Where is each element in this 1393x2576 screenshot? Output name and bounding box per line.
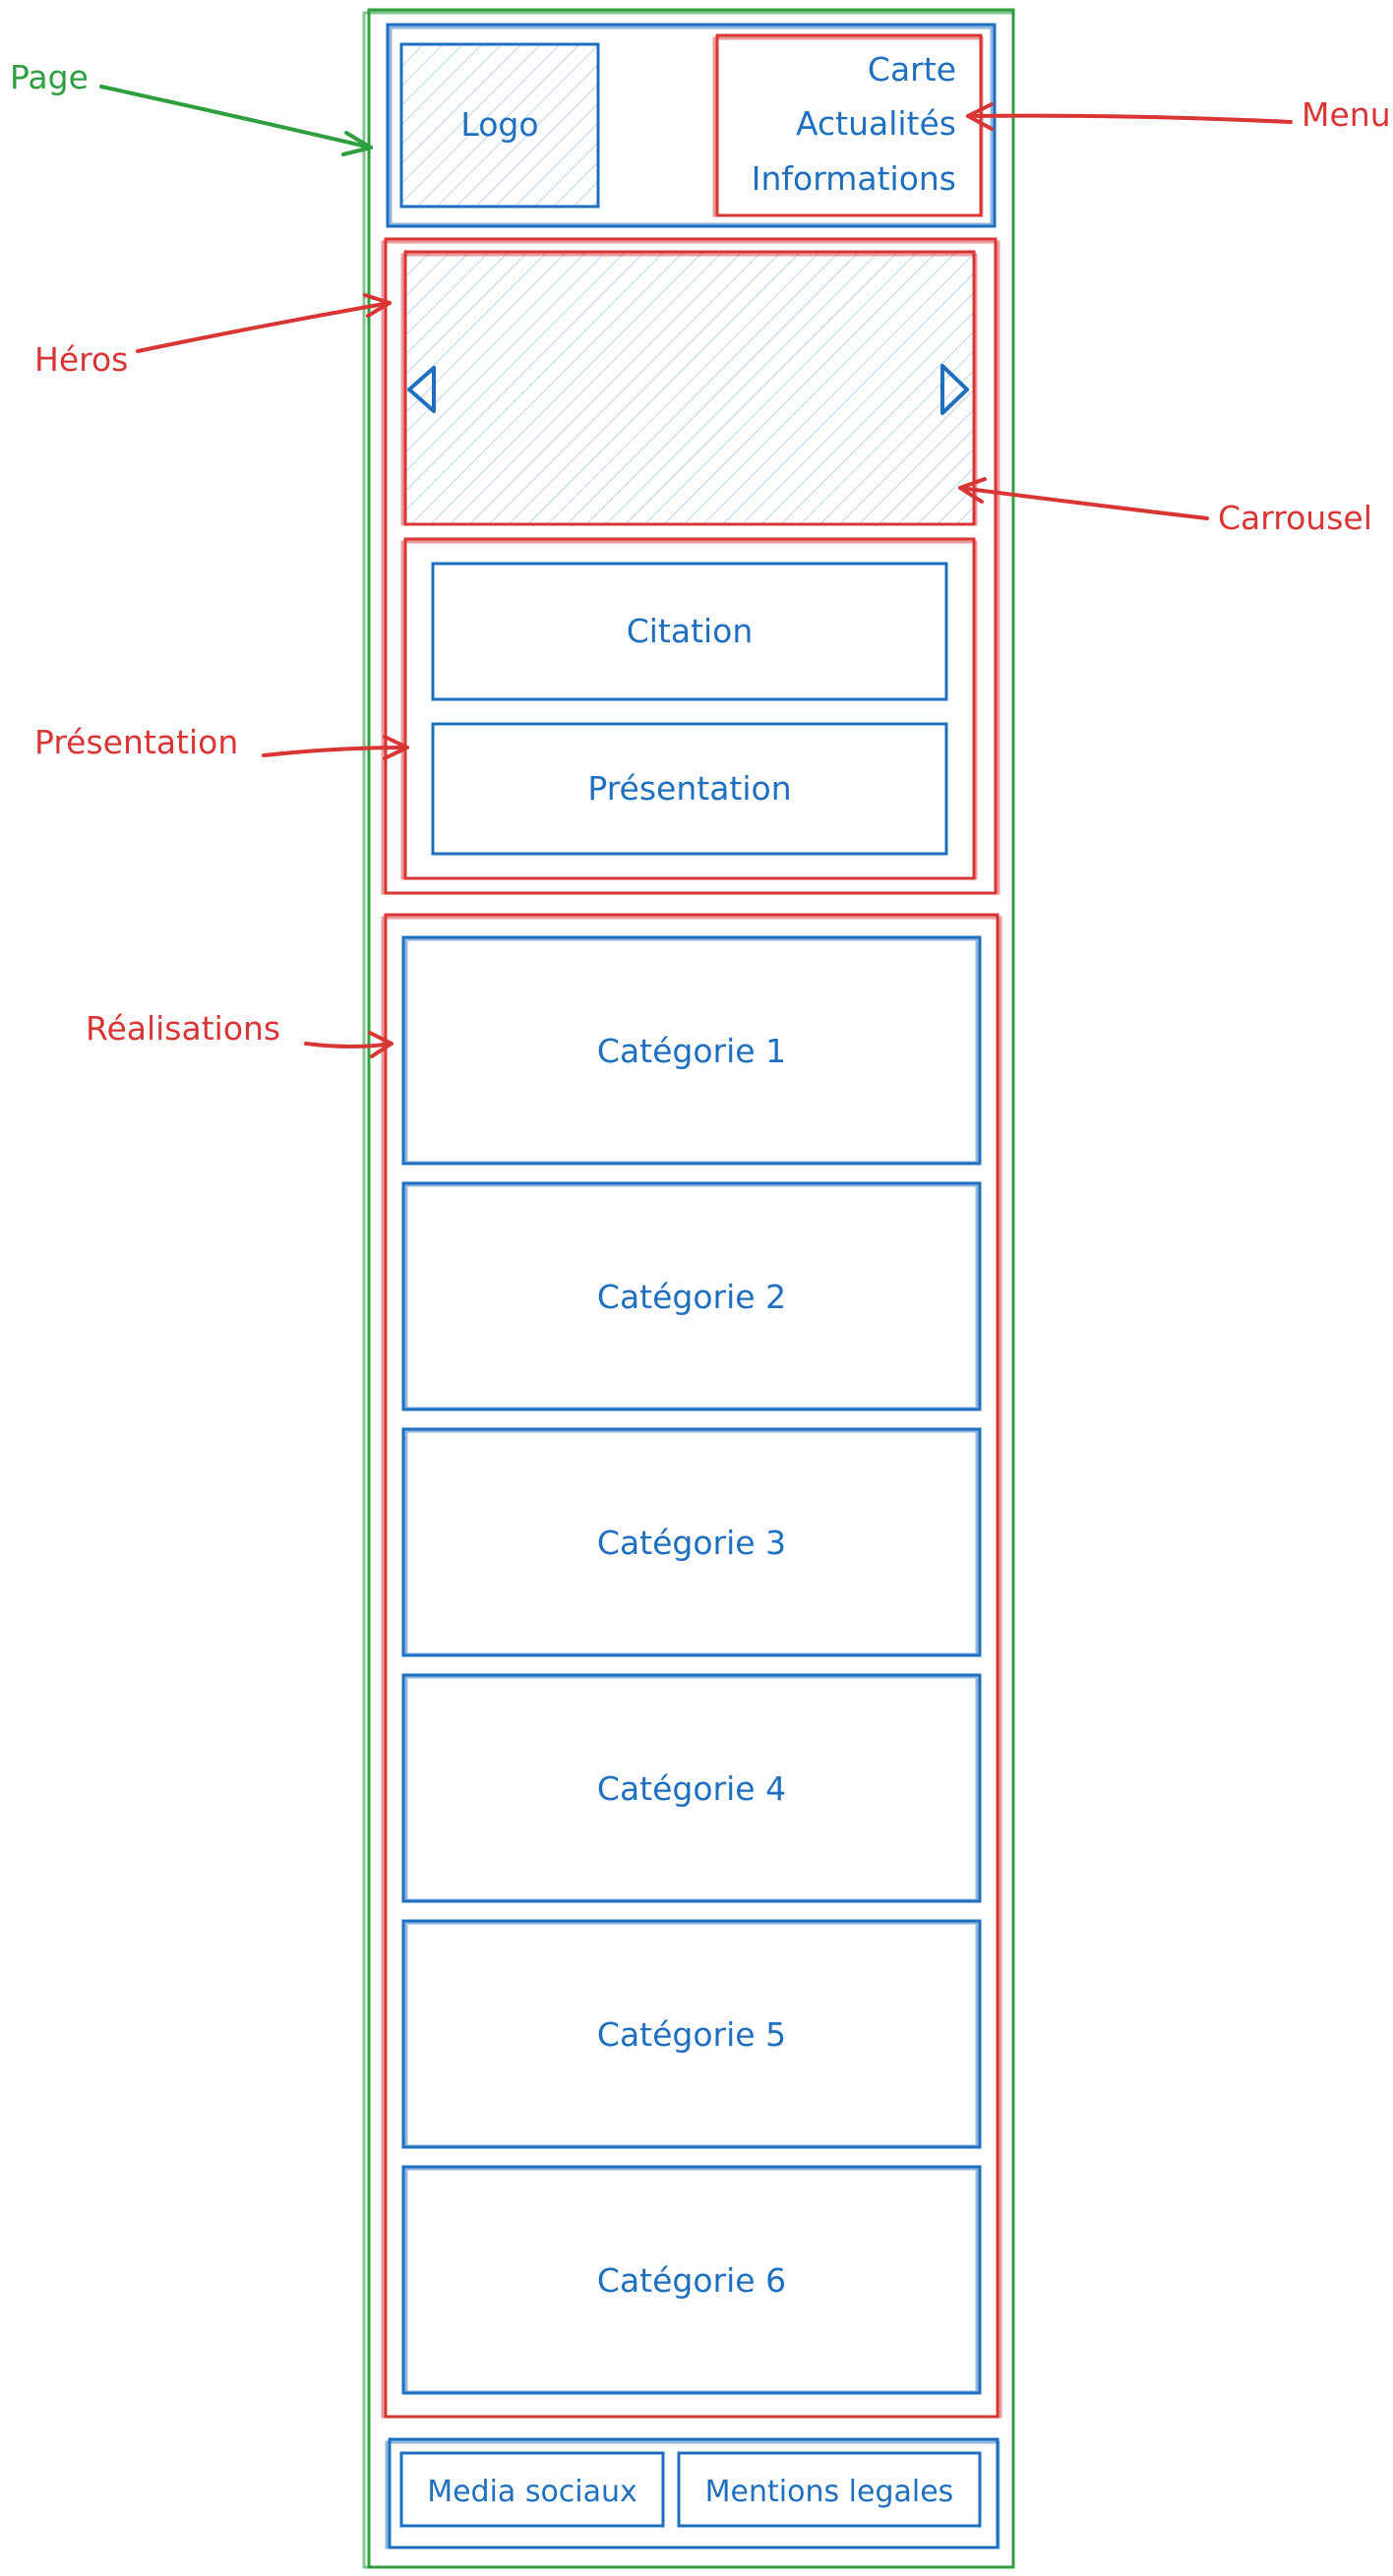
annotation-presentation: Présentation: [34, 723, 238, 761]
annotations: Page Menu Héros Carrousel Présentation R…: [10, 58, 1391, 1058]
menu-item-informations[interactable]: Informations: [752, 159, 956, 198]
annotation-menu: Menu: [1302, 95, 1391, 134]
triangle-right-icon[interactable]: [940, 364, 969, 415]
page-frame: [362, 8, 1015, 2569]
annotation-carousel: Carrousel: [1218, 499, 1372, 537]
triangle-left-icon[interactable]: [407, 366, 436, 413]
carousel-arrow-head: [958, 477, 987, 504]
annotation-realisations: Réalisations: [86, 1009, 280, 1048]
menu-arrow-head: [966, 102, 994, 131]
legal-notice-label[interactable]: Mentions legales: [705, 2475, 954, 2509]
presentation-arrow: [262, 746, 409, 757]
menu: Carte Actualités Informations: [712, 33, 984, 217]
quote-box: Citation: [431, 562, 948, 701]
header: Logo Carte Actualités Informations: [386, 23, 997, 228]
realisations-arrow-head: [368, 1031, 394, 1058]
presentation-block: Citation Présentation: [400, 537, 978, 880]
presentation-label: Présentation: [587, 769, 791, 808]
category-label: Catégorie 4: [597, 1769, 786, 1808]
hero-section: Citation Présentation: [381, 237, 1000, 895]
logo-placeholder: Logo: [399, 42, 600, 209]
page-arrow: [99, 85, 373, 150]
annotation-page: Page: [10, 58, 89, 96]
realisations-section: Catégorie 1 Catégorie 2 Catégorie 3 Catégor…: [381, 913, 1002, 2419]
category-box[interactable]: Catégorie 1: [401, 935, 982, 1166]
legal-notice-box[interactable]: Mentions legales: [677, 2451, 982, 2528]
footer: Media sociaux Mentions legales: [385, 2437, 1000, 2549]
category-box[interactable]: Catégorie 6: [401, 2165, 982, 2395]
hero-arrow-head: [363, 293, 392, 318]
category-label: Catégorie 2: [597, 1278, 786, 1316]
page-arrow-head: [341, 131, 373, 156]
hero-arrow: [136, 301, 392, 353]
logo-label: Logo: [460, 105, 538, 144]
presentation-box: Présentation: [431, 722, 948, 856]
category-box[interactable]: Catégorie 4: [401, 1673, 982, 1903]
presentation-arrow-head: [383, 735, 409, 760]
categories-list: Catégorie 1 Catégorie 2 Catégorie 3 Catégor…: [401, 935, 982, 2395]
realisations-arrow: [304, 1042, 394, 1048]
menu-item-carte[interactable]: Carte: [868, 50, 956, 89]
menu-item-actualites[interactable]: Actualités: [796, 104, 956, 143]
quote-label: Citation: [627, 612, 754, 650]
category-box[interactable]: Catégorie 2: [401, 1181, 982, 1411]
carousel: [400, 250, 978, 526]
carousel-arrow: [958, 486, 1209, 520]
menu-arrow: [966, 113, 1293, 124]
category-label: Catégorie 5: [597, 2015, 786, 2054]
category-box[interactable]: Catégorie 5: [401, 1919, 982, 2149]
category-box[interactable]: Catégorie 3: [401, 1427, 982, 1657]
annotation-hero: Héros: [34, 340, 128, 379]
social-media-label[interactable]: Media sociaux: [427, 2475, 637, 2509]
category-label: Catégorie 3: [597, 1524, 786, 1562]
category-label: Catégorie 6: [597, 2261, 786, 2300]
social-media-box[interactable]: Media sociaux: [399, 2451, 665, 2528]
category-label: Catégorie 1: [597, 1032, 786, 1070]
